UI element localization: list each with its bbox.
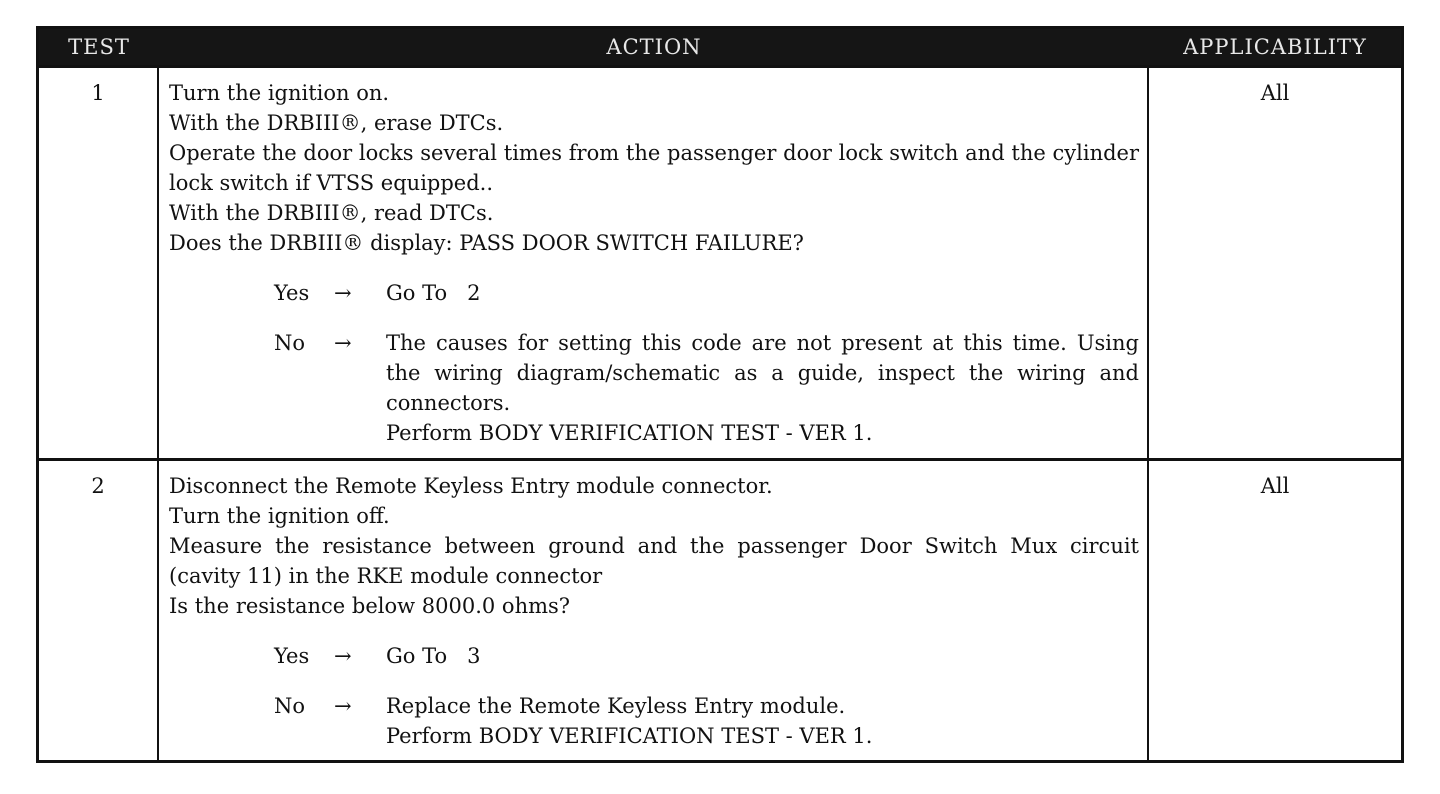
outcome-result: Replace the Remote Keyless Entry module.… bbox=[386, 691, 1139, 751]
arrow-right-icon: → bbox=[334, 694, 352, 718]
table-header: TEST ACTION APPLICABILITY bbox=[39, 29, 1401, 65]
outcome-result-line: The causes for setting this code are not… bbox=[386, 331, 1139, 415]
outcome-result: The causes for setting this code are not… bbox=[386, 328, 1139, 448]
action-step: Measure the resistance between ground an… bbox=[169, 534, 1139, 588]
outcome-yes: Yes → Go To 3 bbox=[274, 641, 1139, 671]
arrow-right-icon: → bbox=[334, 331, 352, 355]
action-cell: Disconnect the Remote Keyless Entry modu… bbox=[159, 461, 1149, 761]
outcome-yes: Yes → Go To 2 bbox=[274, 278, 1139, 308]
action-step: Disconnect the Remote Keyless Entry modu… bbox=[169, 474, 773, 498]
outcome-label: Yes bbox=[274, 281, 310, 305]
outcome-label: Yes bbox=[274, 644, 310, 668]
action-step: Does the DRBIII® display: PASS DOOR SWIT… bbox=[169, 231, 804, 255]
header-test: TEST bbox=[68, 35, 130, 59]
action-cell: Turn the ignition on. With the DRBIII®, … bbox=[159, 68, 1149, 458]
diagnostic-test-table: TEST ACTION APPLICABILITY 1 Turn the ign… bbox=[36, 26, 1404, 763]
outcome-result: Go To 2 bbox=[386, 278, 1139, 308]
header-action: ACTION bbox=[606, 35, 702, 59]
action-step: Is the resistance below 8000.0 ohms? bbox=[169, 594, 571, 618]
outcome-no: No → Replace the Remote Keyless Entry mo… bbox=[274, 691, 1139, 751]
outcome-result-line: Go To 2 bbox=[386, 281, 481, 305]
outcome-result-line: Perform BODY VERIFICATION TEST - VER 1. bbox=[386, 724, 873, 748]
action-step: With the DRBIII®, erase DTCs. bbox=[169, 111, 504, 135]
action-step: Operate the door locks several times fro… bbox=[169, 141, 1139, 195]
outcome-result-line: Go To 3 bbox=[386, 644, 481, 668]
outcome-label: No bbox=[274, 694, 306, 718]
arrow-right-icon: → bbox=[334, 281, 352, 305]
table-row: 1 Turn the ignition on. With the DRBIII®… bbox=[39, 65, 1401, 458]
arrow-right-icon: → bbox=[334, 644, 352, 668]
action-step: With the DRBIII®, read DTCs. bbox=[169, 201, 494, 225]
outcome-result-line: Perform BODY VERIFICATION TEST - VER 1. bbox=[386, 421, 873, 445]
test-number: 1 bbox=[39, 68, 159, 458]
test-number: 2 bbox=[39, 461, 159, 761]
action-step: Turn the ignition on. bbox=[169, 81, 390, 105]
outcome-no: No → The causes for setting this code ar… bbox=[274, 328, 1139, 448]
applicability-cell: All bbox=[1260, 81, 1290, 105]
header-applicability: APPLICABILITY bbox=[1183, 35, 1367, 59]
outcome-result-line: Replace the Remote Keyless Entry module. bbox=[386, 694, 846, 718]
action-step: Turn the ignition off. bbox=[169, 504, 390, 528]
table-row: 2 Disconnect the Remote Keyless Entry mo… bbox=[39, 458, 1401, 761]
applicability-cell: All bbox=[1260, 474, 1290, 498]
outcome-label: No bbox=[274, 331, 306, 355]
outcome-result: Go To 3 bbox=[386, 641, 1139, 671]
